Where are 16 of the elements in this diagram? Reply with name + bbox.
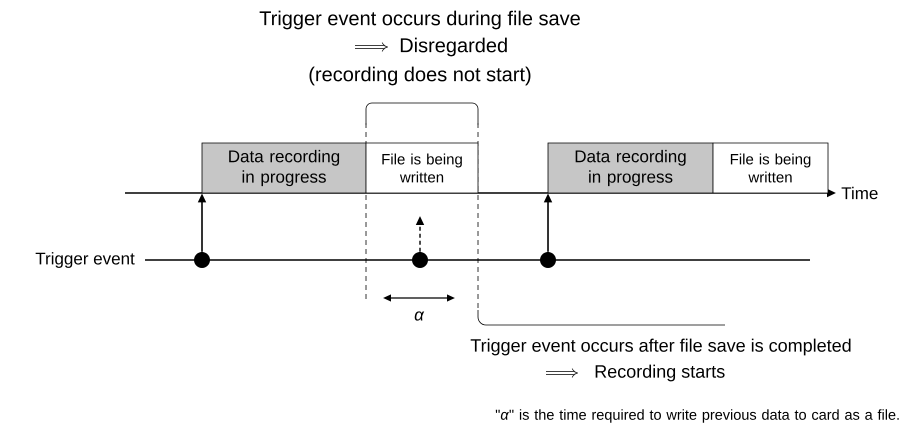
writing-box: File is being written (712, 142, 828, 194)
footnote-text: "α" is the time required to write previous data to card as a file. (496, 409, 899, 423)
note-text: Recording starts (596, 364, 725, 382)
dimension-label: α (414, 311, 424, 321)
recording-box: Data recording in progress (202, 142, 366, 194)
note-text: Trigger event occurs after file save is completed (470, 338, 851, 356)
recording-box: Data recording in progress (548, 142, 714, 194)
heading-text: (recording does not start) (310, 66, 530, 86)
event-dot (540, 252, 556, 268)
heading-text: Trigger event occurs during file save (260, 10, 580, 30)
writing-box: File is being written (366, 142, 478, 194)
row-label: Trigger event (36, 252, 135, 268)
event-dot (412, 252, 428, 268)
event-dot (194, 252, 210, 268)
heading-text: Disregarded (400, 38, 507, 56)
axis-label: Time (842, 186, 878, 200)
